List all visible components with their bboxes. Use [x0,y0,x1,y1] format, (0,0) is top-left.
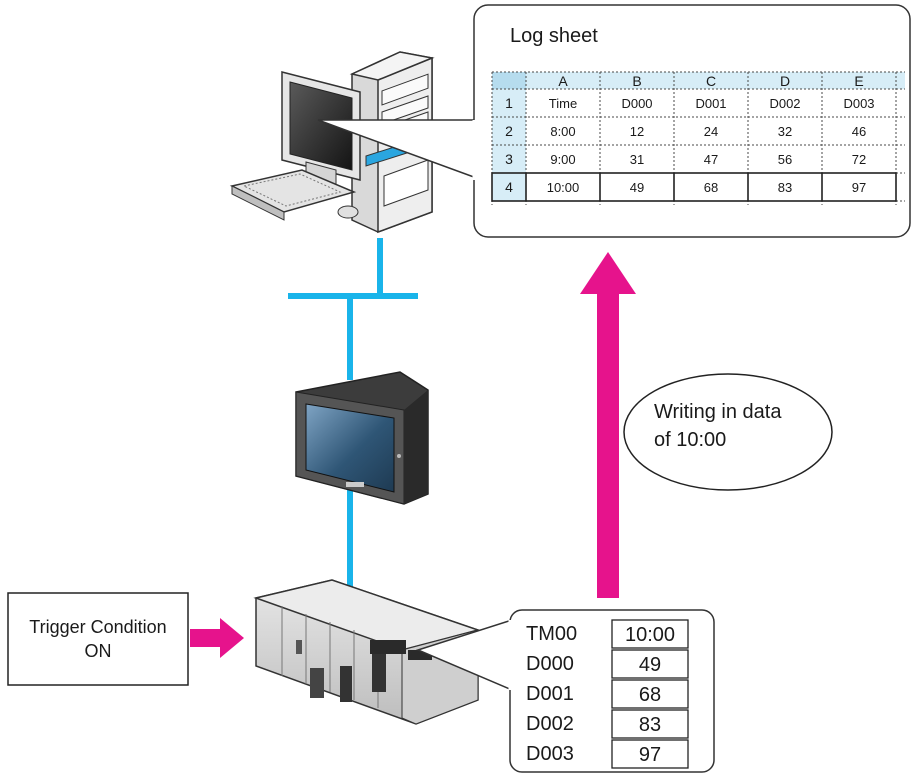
row-number: 4 [505,179,513,195]
callout-line-1: Writing in data [654,401,782,423]
table-cell: D000 [621,96,652,111]
pc-icon [229,51,435,234]
row-number: 2 [505,123,513,139]
table-cell: 32 [778,124,792,139]
table-cell: 49 [630,180,644,195]
table-cell: 68 [704,180,718,195]
log-sheet-title: Log sheet [510,25,598,47]
trigger-line-2: ON [85,641,112,661]
table-cell: 24 [704,124,718,139]
device-value-box: TM00 D000 D001 D002 D003 10:00 49 68 83 … [508,609,715,773]
device-name: D001 [526,683,574,705]
device-value: 68 [639,684,661,706]
device-name: D003 [526,743,574,765]
table-cell: 8:00 [550,124,575,139]
trigger-arrow [190,618,244,658]
column-header-b: B [632,73,641,89]
column-header-e: E [854,73,863,89]
device-value: 49 [639,654,661,676]
plc-icon [253,579,481,725]
hmi-panel-icon [295,371,429,505]
table-cell: 47 [704,152,718,167]
table-cell: 10:00 [547,180,580,195]
trigger-line-1: Trigger Condition [29,617,166,637]
row-number: 1 [505,95,513,111]
table-cell: 56 [778,152,792,167]
device-value: 83 [639,714,661,736]
device-value: 10:00 [625,624,675,646]
callout-line-2: of 10:00 [654,429,726,451]
device-name: D002 [526,713,574,735]
row-number: 3 [505,151,513,167]
table-cell: Time [549,96,577,111]
table-cell: 9:00 [550,152,575,167]
log-sheet-panel: Log sheet [472,4,911,238]
device-name: TM00 [526,623,577,645]
column-header-c: C [706,73,716,89]
column-header-a: A [558,73,568,89]
device-name: D000 [526,653,574,675]
data-write-arrow [580,252,636,598]
column-header-d: D [780,73,790,89]
network-cabling [288,238,418,590]
table-cell: D003 [843,96,874,111]
table-cell: 12 [630,124,644,139]
table-cell: 31 [630,152,644,167]
table-cell: 97 [852,180,866,195]
table-cell: 46 [852,124,866,139]
table-cell: 83 [778,180,792,195]
table-cell: D001 [695,96,726,111]
trigger-condition-box: Trigger Condition ON [7,592,189,686]
table-cell: 72 [852,152,866,167]
writing-callout: Writing in data of 10:00 [623,373,833,491]
device-value: 97 [639,744,661,766]
table-cell: D002 [769,96,800,111]
